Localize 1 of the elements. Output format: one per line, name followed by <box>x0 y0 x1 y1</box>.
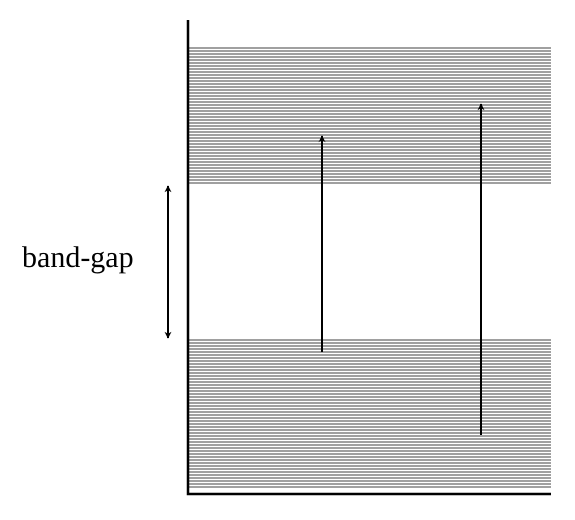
band-gap-label: band-gap <box>22 240 134 276</box>
